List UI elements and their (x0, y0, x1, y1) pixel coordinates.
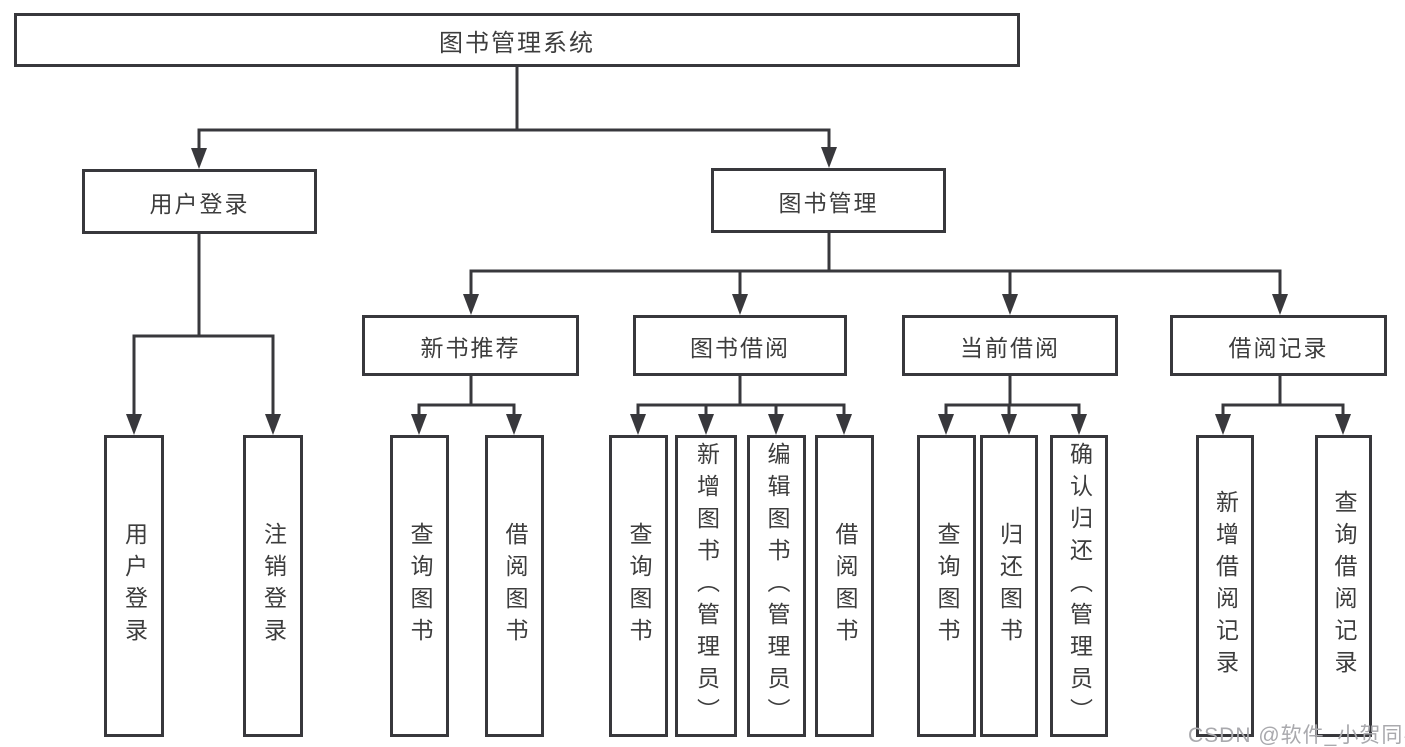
node-borrowing-records: 借阅记录 (1170, 315, 1387, 376)
leaf-borrow-books-recommend: 借阅图书 (485, 435, 544, 737)
leaf-user-login: 用户登录 (104, 435, 164, 737)
leaf-return-books: 归还图书 (980, 435, 1038, 737)
leaf-query-books-current: 查询图书 (917, 435, 976, 737)
leaf-edit-books-admin: 编辑图书（管理员） (747, 435, 806, 737)
leaf-borrow-books: 借阅图书 (815, 435, 874, 737)
node-user-login: 用户登录 (82, 169, 317, 234)
csdn-watermark: CSDN @软件_小贺同学 (1188, 724, 1405, 747)
leaf-query-borrow-record: 查询借阅记录 (1315, 435, 1372, 737)
leaf-add-borrow-record: 新增借阅记录 (1196, 435, 1254, 737)
node-new-book-recommendation: 新书推荐 (362, 315, 579, 376)
node-book-borrowing: 图书借阅 (633, 315, 847, 376)
node-current-borrowing: 当前借阅 (902, 315, 1118, 376)
node-library-management-system: 图书管理系统 (14, 13, 1020, 67)
leaf-logout: 注销登录 (243, 435, 303, 737)
leaf-query-books-recommend: 查询图书 (390, 435, 449, 737)
leaf-confirm-return-admin: 确认归还（管理员） (1050, 435, 1108, 737)
leaf-query-books-borrowing: 查询图书 (609, 435, 668, 737)
leaf-add-books-admin: 新增图书（管理员） (675, 435, 737, 737)
node-book-management: 图书管理 (711, 168, 946, 233)
